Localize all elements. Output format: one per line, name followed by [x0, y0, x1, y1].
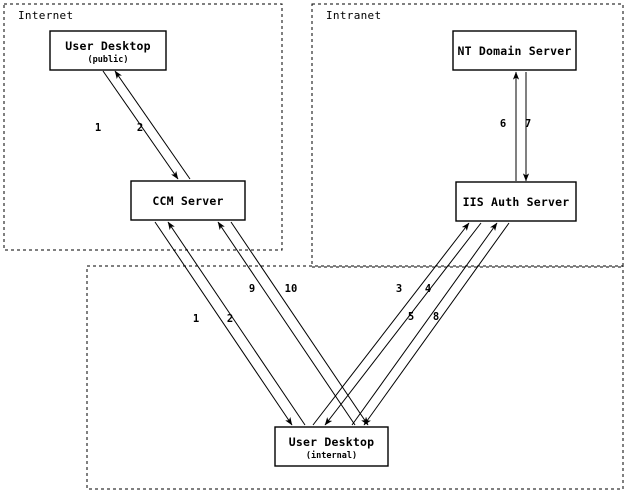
node-title-nt-domain-server: NT Domain Server	[458, 44, 572, 58]
connection-lines	[102, 70, 530, 426]
step-label-5-10: 5	[408, 311, 414, 323]
node-border-user-desktop-internal	[274, 426, 389, 467]
step-label-1-0: 1	[95, 122, 101, 134]
node-border-iis-auth-server	[455, 181, 577, 222]
node-title-iis-auth-server: IIS Auth Server	[463, 195, 570, 209]
conn-9-internal-to-ccm	[217, 221, 356, 426]
step-label-10-5: 10	[285, 283, 298, 295]
step-label-9-4: 9	[249, 283, 255, 295]
node-boxes: User Desktop(public)NT Domain ServerCCM …	[49, 30, 577, 467]
conn-5-internal-to-iis	[351, 222, 498, 426]
zone-label-intranet: Intranet	[326, 9, 381, 22]
step-label-2-7: 2	[227, 313, 233, 325]
node-subtitle-user-desktop-internal: (internal)	[306, 450, 357, 461]
node-iis-auth-server[interactable]: IIS Auth Server	[455, 181, 577, 222]
node-ccm-server[interactable]: CCM Server	[130, 180, 246, 221]
zone-internal	[86, 265, 624, 490]
step-label-1-6: 1	[193, 313, 199, 325]
zone-label-internet: Internet	[18, 9, 73, 22]
node-border-user-desktop-public	[49, 30, 167, 71]
zone-intranet: Intranet	[311, 3, 624, 268]
step-label-3-8: 3	[396, 283, 402, 295]
node-border-ccm-server	[130, 180, 246, 221]
zone-border-intranet	[311, 3, 624, 268]
node-title-user-desktop-public: User Desktop	[65, 39, 150, 53]
conn-1-public-to-ccm	[102, 70, 179, 180]
conn-2-ccm-to-public	[114, 70, 191, 180]
zone-boundaries: Internet Intranet	[3, 3, 624, 490]
node-subtitle-user-desktop-public: (public)	[88, 54, 129, 65]
conn-8-iis-to-internal	[363, 222, 510, 426]
conn-1b-ccm-to-internal	[154, 221, 293, 426]
node-title-ccm-server: CCM Server	[152, 194, 223, 208]
step-label-4-9: 4	[425, 283, 431, 295]
step-label-6-2: 6	[500, 118, 506, 130]
node-user-desktop-public[interactable]: User Desktop(public)	[49, 30, 167, 71]
step-label-7-3: 7	[525, 118, 531, 130]
step-label-8-11: 8	[433, 311, 439, 323]
conn-4-iis-to-internal	[324, 222, 482, 426]
node-nt-domain-server[interactable]: NT Domain Server	[452, 30, 577, 71]
conn-2b-internal-to-ccm	[167, 221, 306, 426]
node-user-desktop-internal[interactable]: User Desktop(internal)	[274, 426, 389, 467]
zone-internet: Internet	[3, 3, 283, 251]
step-number-labels: 1 2 6 7 9 10 1 2 3 4 5 8	[95, 118, 531, 325]
step-label-2-1: 2	[137, 122, 143, 134]
conn-10-ccm-to-internal	[230, 221, 369, 426]
zone-border-internal	[86, 265, 624, 490]
node-title-user-desktop-internal: User Desktop	[289, 435, 374, 449]
node-border-nt-domain-server	[452, 30, 577, 71]
conn-3-internal-to-iis	[312, 222, 470, 426]
zone-border-internet	[3, 3, 283, 251]
